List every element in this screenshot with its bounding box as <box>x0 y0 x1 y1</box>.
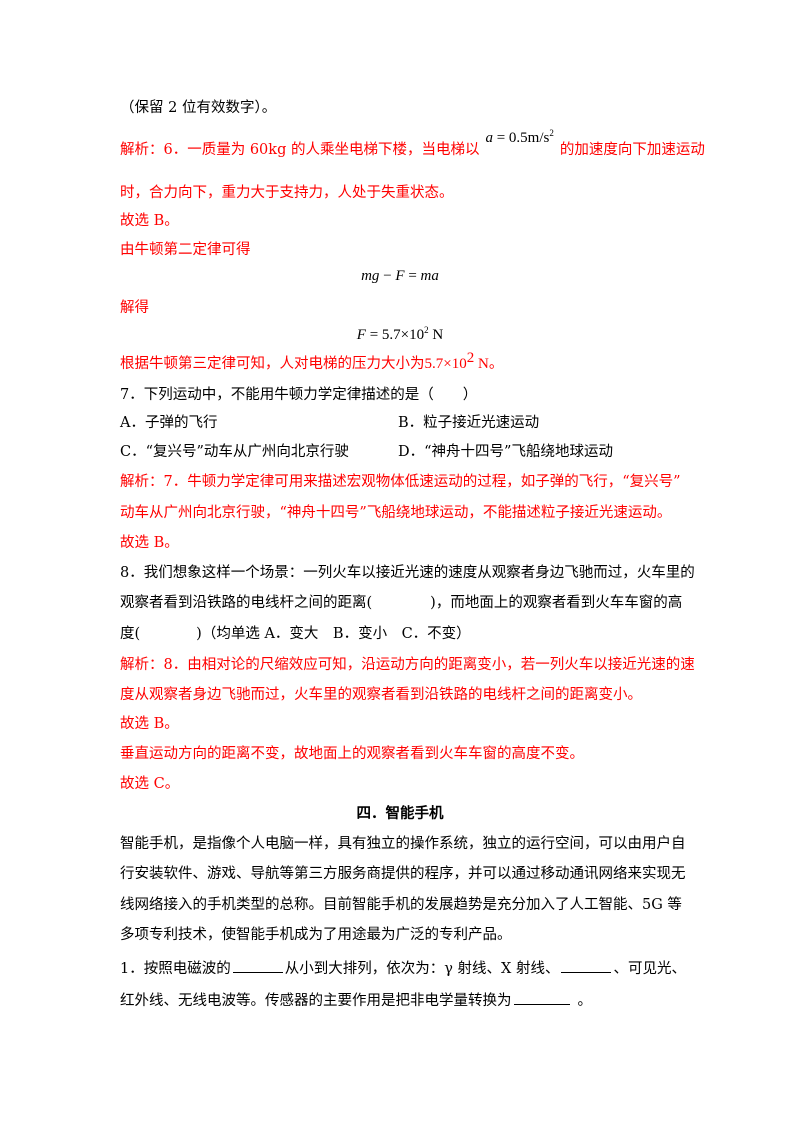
question-8: 8．我们想象这样一个场景：一列火车以接近光速的速度从观察者身边飞驰而过，火车里的 <box>120 565 695 581</box>
pressure-value: 5.7×10 <box>424 356 467 372</box>
question-text: 从小到大排列，依次为：γ 射线、X 射线、 <box>284 961 560 977</box>
analysis-line: 解得 <box>120 300 149 316</box>
answer-blank[interactable] <box>232 958 283 973</box>
analysis-text: 。 <box>488 356 504 372</box>
answer-line: 故选 B。 <box>120 213 179 229</box>
answer-line: 故选 B。 <box>120 535 179 551</box>
question-text: 1．按照电磁波的 <box>120 961 231 977</box>
formula-value: = 0.5m/s <box>492 130 550 146</box>
eq-op: = <box>404 268 421 284</box>
equation-result: F = 5.7×102 N <box>0 325 800 345</box>
eq-op: − <box>379 268 396 284</box>
formula-symbol: a <box>485 130 493 146</box>
analysis-line: 解析：8．由相对论的尺缩效应可知，沿运动方向的距离变小，若一列火车以接近光速的速 <box>120 657 695 673</box>
option-b: B．粒子接近光速运动 <box>398 415 540 431</box>
pressure-exponent: 2 <box>466 350 475 367</box>
option-a: A．子弹的飞行 <box>120 415 218 431</box>
analysis-line: 解析：7．牛顿力学定律可用来描述宏观物体低速运动的过程，如子弹的飞行，“复兴号” <box>120 474 681 490</box>
text-line: （保留 2 位有效数字）。 <box>120 100 277 116</box>
question-text: 、可见光、 <box>613 961 686 977</box>
analysis-text: 根据牛顿第三定律可知，人对电梯的压力大小为 <box>120 356 425 372</box>
option-c: C．“复兴号”动车从广州向北京行驶 <box>120 444 349 460</box>
paragraph-line: 行安装软件、游戏、导航等第三方服务商提供的程序，并可以通过移动通讯网络来实现无 <box>120 866 686 882</box>
question-1-line: 红外线、无线电波等。传感器的主要作用是把非电学量转换为 。 <box>120 990 592 1011</box>
eq-unit: N <box>428 327 444 343</box>
formula-exponent: 2 <box>549 128 554 138</box>
question-text: )（均单选 A．变大 B．变小 C．不变） <box>196 626 471 642</box>
answer-blank[interactable] <box>561 958 612 973</box>
question-8-line: 度( )（均单选 A．变大 B．变小 C．不变） <box>120 624 471 644</box>
analysis-line: 度从观察者身边飞驰而过，火车里的观察者看到沿铁路的电线杆之间的距离变小。 <box>120 687 642 703</box>
eq-value: = 5.7×10 <box>365 327 425 343</box>
pressure-unit: N <box>474 356 489 372</box>
section-title: 四．智能手机 <box>356 805 444 822</box>
analysis-text: 解析：6．一质量为 60kg 的人乘坐电梯下楼，当电梯以 <box>120 142 480 158</box>
paragraph-line: 多项专利技术，使智能手机成为了用途最为广泛的专利产品。 <box>120 927 512 943</box>
paragraph-line: 智能手机，是指像个人电脑一样，具有独立的操作系统，独立的运行空间，可以由用户自 <box>120 836 686 852</box>
question-8-line: 观察者看到沿铁路的电线杆之间的距离( )，而地面上的观察者看到火车车窗的高 <box>120 593 682 613</box>
question-7: 7．下列运动中，不能用牛顿力学定律描述的是（ ） <box>120 387 478 403</box>
question-text: 。 <box>577 993 593 1009</box>
analysis-text: 的加速度向下加速运动 <box>559 142 705 158</box>
eq-term: ma <box>420 268 439 284</box>
question-1: 1．按照电磁波的 从小到大排列，依次为：γ 射线、X 射线、 、可见光、 <box>120 958 686 979</box>
equation-newton-second-law: mg − F = ma <box>0 266 800 286</box>
question-text: 红外线、无线电波等。传感器的主要作用是把非电学量转换为 <box>120 993 512 1009</box>
paragraph-line: 线网络接入的手机类型的总称。目前智能手机的发展趋势是充分加入了人工智能、5G 等 <box>120 897 682 913</box>
question-text: 观察者看到沿铁路的电线杆之间的距离( <box>120 595 373 611</box>
analysis-line: 垂直运动方向的距离不变，故地面上的观察者看到火车车窗的高度不变。 <box>120 746 584 762</box>
answer-blank[interactable] <box>513 990 570 1005</box>
answer-line: 故选 C。 <box>120 776 180 792</box>
eq-term: mg <box>361 268 380 284</box>
acceleration-formula: a = 0.5m/s2 <box>485 128 553 148</box>
analysis-line: 解析：6．一质量为 60kg 的人乘坐电梯下楼，当电梯以a = 0.5m/s2的… <box>120 129 705 160</box>
analysis-line: 根据牛顿第三定律可知，人对电梯的压力大小为5.7×102 N。 <box>120 351 504 374</box>
eq-exponent: 2 <box>424 325 429 335</box>
analysis-line: 动车从广州向北京行驶，“神舟十四号”飞船绕地球运动，不能描述粒子接近光速运动。 <box>120 505 672 521</box>
analysis-line: 时，合力向下，重力大于支持力，人处于失重状态。 <box>120 185 454 201</box>
question-text: )，而地面上的观察者看到火车车窗的高 <box>430 595 683 611</box>
option-d: D．“神舟十四号”飞船绕地球运动 <box>398 444 613 460</box>
eq-term: F <box>395 268 405 284</box>
eq-term: F <box>356 327 366 343</box>
analysis-line: 由牛顿第二定律可得 <box>120 242 251 258</box>
answer-line: 故选 B。 <box>120 716 179 732</box>
question-text: 度( <box>120 626 141 642</box>
